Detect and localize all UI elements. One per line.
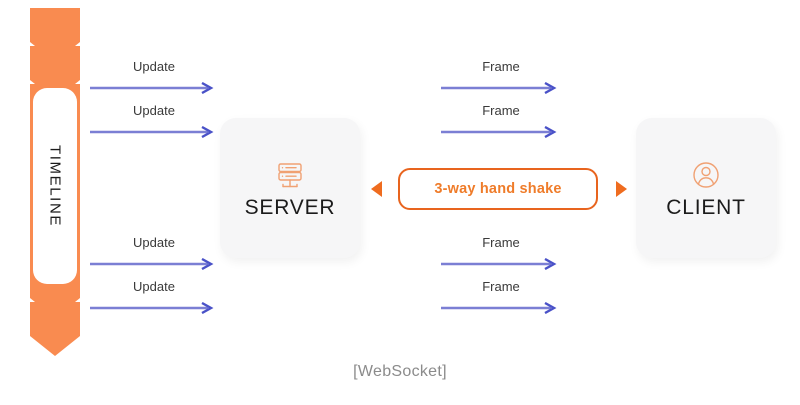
diagram-caption: [WebSocket] [353,363,447,380]
timeline-label: TIMELINE [46,145,64,227]
message-frame-1: Frame [441,60,561,94]
node-label-client: CLIENT [666,195,746,219]
arrow-right-icon [90,258,214,270]
message-update-2: Update [90,104,218,138]
arrow-right-icon [90,82,214,94]
arrow-right-icon [441,302,557,314]
handshake-pill[interactable]: 3-way hand shake [398,168,598,210]
user-circle-icon [693,161,719,188]
message-label: Update [133,279,175,294]
message-label: Update [133,59,175,74]
triangle-right-icon [616,181,627,197]
handshake-label: 3-way hand shake [434,181,562,197]
message-frame-4: Frame [441,280,561,314]
node-label-server: SERVER [244,195,336,219]
message-label: Frame [482,235,520,250]
message-label: Update [133,235,175,250]
message-update-1: Update [90,60,218,94]
triangle-left-icon [371,181,382,197]
server-rack-icon [278,162,302,187]
message-label: Frame [482,59,520,74]
timeline-inner-panel: TIMELINE [33,88,77,284]
message-frame-3: Frame [441,236,561,270]
message-frame-2: Frame [441,104,561,138]
message-label: Update [133,103,175,118]
timeline-column: TIMELINE [30,8,80,356]
arrow-right-icon [90,126,214,138]
message-label: Frame [482,279,520,294]
message-label: Frame [482,103,520,118]
node-server[interactable]: SERVER [220,118,360,258]
message-update-4: Update [90,280,218,314]
handshake-group: 3-way hand shake [368,168,630,212]
arrow-right-icon [441,126,557,138]
arrow-right-icon [441,258,557,270]
arrow-right-icon [90,302,214,314]
node-client[interactable]: CLIENT [636,118,776,258]
arrow-right-icon [441,82,557,94]
message-update-3: Update [90,236,218,270]
